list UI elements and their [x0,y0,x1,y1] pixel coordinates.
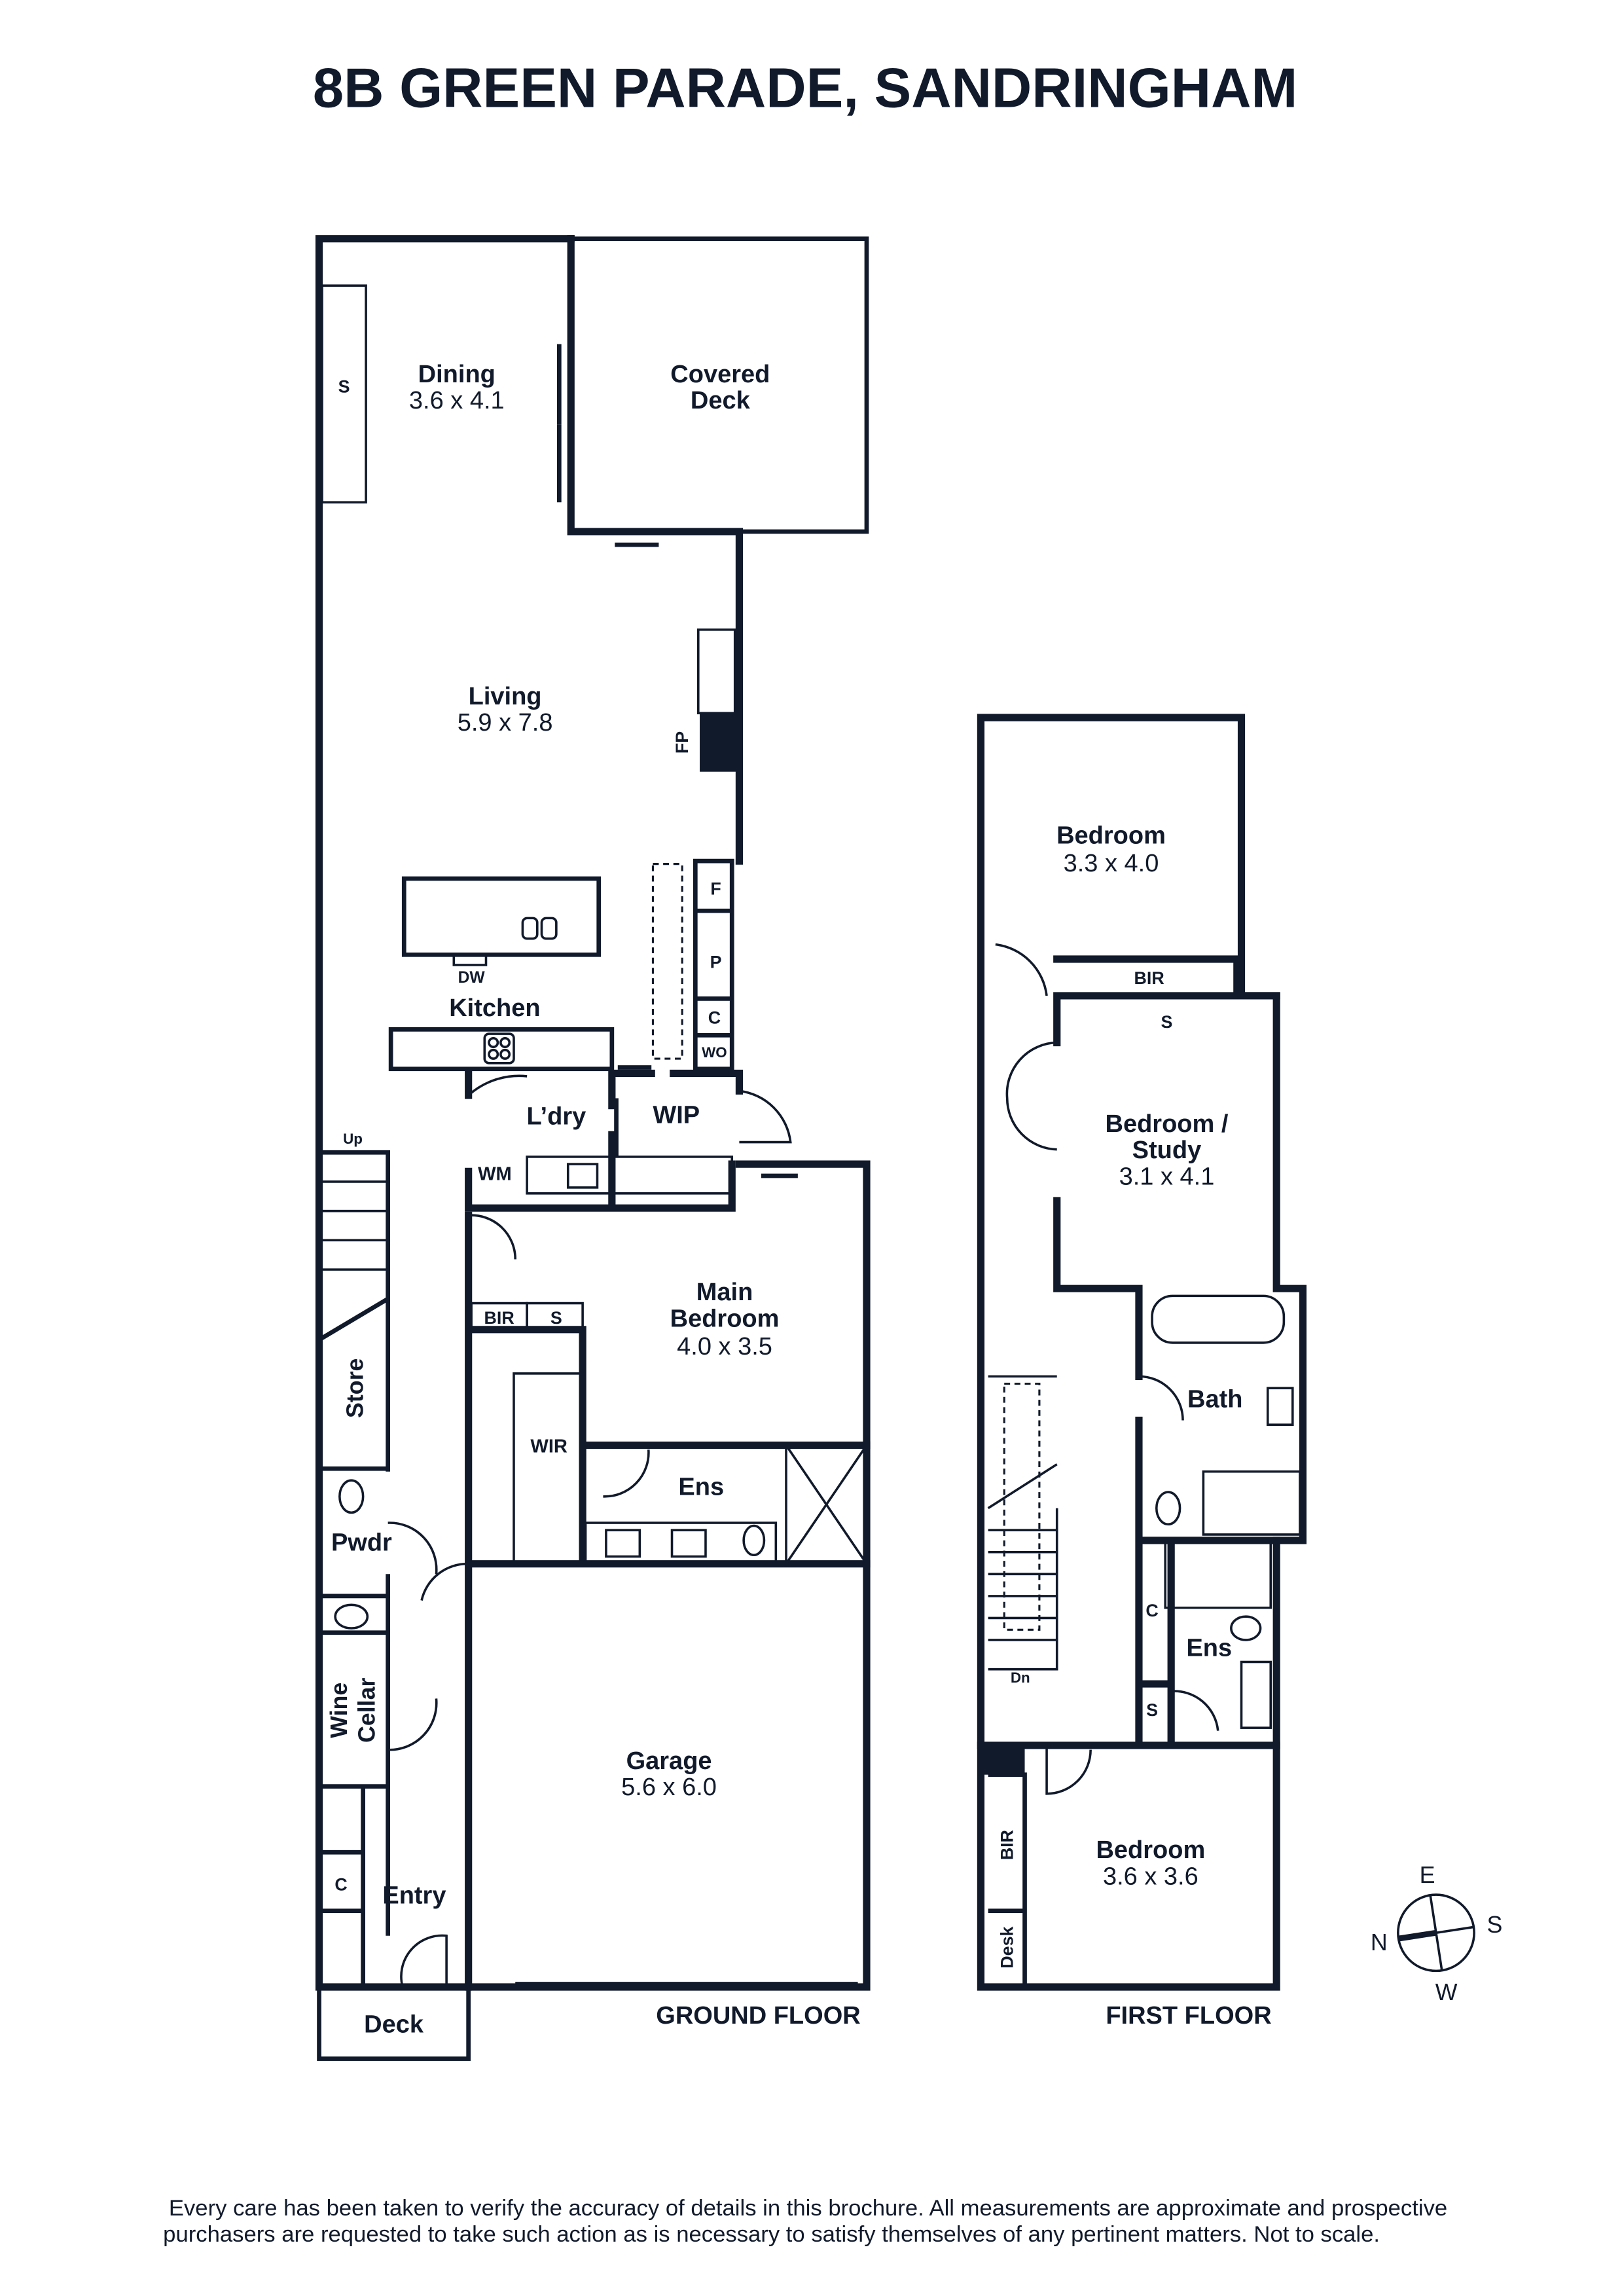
compass-n: N [1371,1929,1388,1956]
fixture-label: C [334,1874,347,1894]
dining-storage [321,284,367,504]
room-size: 5.6 x 6.0 [621,1774,717,1801]
room-name: Study [1132,1137,1202,1164]
room-name: Ens [1186,1635,1232,1662]
room-size: 3.3 x 4.0 [1064,850,1159,877]
room-size: 3.6 x 3.6 [1103,1863,1198,1890]
fixture-label: S [1161,1012,1173,1032]
disclaimer-line-1: Every care has been taken to verify the … [169,2196,1447,2221]
room-size: 4.0 x 3.5 [677,1333,772,1360]
floor-label: FIRST FLOOR [1106,2002,1271,2030]
room-name: Living [469,683,542,710]
compass-w: W [1435,1979,1458,2005]
ground-floor-walls [315,235,871,2061]
fixture-label: S [1146,1700,1158,1720]
room-name: Bedroom [1096,1836,1205,1864]
ground-floor-labels: Dining 3.6 x 4.1 Covered Deck Living 5.9… [326,361,861,2038]
fixture-label: F [710,879,721,899]
fixture-label: WM [478,1164,512,1185]
room-name: Entry [382,1882,446,1910]
fixture-label: FP [672,731,692,754]
room-name: L’dry [526,1103,586,1131]
disclaimer-line-2: purchasers are requested to take such ac… [163,2222,1380,2247]
room-name: Deck [691,387,751,414]
fixture-label: S [550,1308,562,1328]
room-name: Bedroom [670,1305,780,1332]
room-name: Deck [364,2011,424,2038]
room-name: Bath [1187,1385,1242,1413]
fixture-label: BIR [484,1308,514,1328]
fixture-label: BIR [1134,968,1164,988]
room-name: Garage [626,1747,712,1775]
fixture-label: S [338,376,350,396]
fixture-label: P [710,952,722,972]
stairs-up-label: Up [343,1131,363,1147]
fixture-label: Desk [998,1926,1017,1968]
room-name: WIR [530,1436,568,1457]
fixture-label: DW [458,969,486,987]
deck-outline [317,1984,471,2061]
room-name: Bedroom [1056,822,1166,849]
fixture-label: C [708,1008,721,1027]
room-size: 3.1 x 4.1 [1119,1163,1215,1190]
fireplace [700,713,740,772]
room-name: Pwdr [331,1529,392,1557]
room-name: Covered [670,361,770,388]
first-floor-labels: Bedroom 3.3 x 4.0 BIR S Bedroom / Study … [998,822,1272,2030]
room-name: Ens [678,1474,724,1501]
compass-icon: E S N W [1371,1862,1503,2005]
floor-label: GROUND FLOOR [656,2002,860,2030]
kitchen-island [401,876,602,957]
room-name: Kitchen [449,994,540,1022]
room-name: WIP [653,1101,700,1129]
compass-e: E [1420,1862,1435,1888]
page-title: 8B GREEN PARADE, SANDRINGHAM [313,57,1297,119]
room-size: 5.9 x 7.8 [458,709,553,737]
fixture-label: BIR [998,1830,1017,1860]
stairs-down-label: Dn [1011,1669,1030,1686]
fixture-label: C [1145,1601,1158,1620]
room-name: Dining [418,361,496,388]
room-size: 3.6 x 4.1 [409,387,505,414]
fixture-label: WO [702,1044,727,1061]
room-name: Cellar [354,1678,380,1743]
kitchen-bench [388,1027,615,1072]
compass-s: S [1487,1912,1502,1938]
room-name: Main [696,1279,753,1306]
room-name: Store [342,1358,369,1418]
first-floor-walls [977,714,1307,1991]
room-name: Bedroom / [1106,1110,1229,1138]
room-name: Wine [326,1683,352,1738]
